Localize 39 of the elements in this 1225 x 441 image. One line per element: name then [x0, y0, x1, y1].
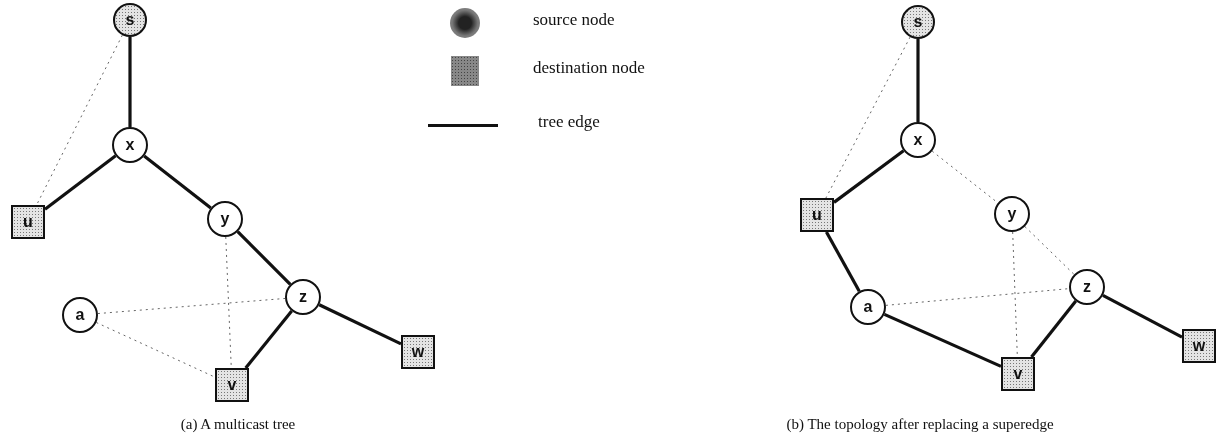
- tree-edge: [825, 231, 861, 293]
- tree-edge: [44, 154, 117, 211]
- tree-edge: [1030, 300, 1078, 358]
- dotted-edge: [1024, 226, 1075, 275]
- destination-node-square: w: [1182, 329, 1216, 363]
- node-circle: x: [900, 122, 936, 158]
- destination-node-square: u: [11, 205, 45, 239]
- dotted-edge: [95, 322, 216, 378]
- tree-edge: [244, 310, 293, 369]
- dotted-edge: [825, 36, 911, 199]
- destination-node-square: v: [215, 368, 249, 402]
- destination-node-square: w: [401, 335, 435, 369]
- node-circle: a: [850, 289, 886, 325]
- tree-edge: [883, 312, 1002, 368]
- destination-node-square: u: [800, 198, 834, 232]
- node-circle: z: [1069, 269, 1105, 305]
- dotted-edge: [885, 288, 1070, 306]
- legend-label: source node: [533, 10, 615, 30]
- tree-edge: [916, 39, 920, 122]
- tree-edge: [833, 149, 905, 204]
- panel-caption: (a) A multicast tree: [180, 416, 296, 433]
- legend-label: destination node: [533, 58, 645, 78]
- node-circle: a: [62, 297, 98, 333]
- tree-edge: [236, 230, 292, 286]
- dotted-edge: [36, 34, 123, 206]
- node-circle: y: [207, 201, 243, 237]
- source-node-circle: s: [113, 3, 147, 37]
- node-circle: x: [112, 127, 148, 163]
- source-node-circle: s: [901, 5, 935, 39]
- tree-edge: [143, 154, 212, 210]
- node-circle: y: [994, 196, 1030, 232]
- destination-node-square: v: [1001, 357, 1035, 391]
- dotted-edge: [97, 297, 286, 315]
- tree-edge: [1102, 293, 1183, 339]
- panel-caption: (b) The topology after replacing a superedge: [786, 416, 1054, 433]
- tree-edge: [318, 303, 402, 346]
- node-circle: z: [285, 279, 321, 315]
- tree-edge: [128, 37, 132, 127]
- legend-label: tree edge: [538, 112, 600, 132]
